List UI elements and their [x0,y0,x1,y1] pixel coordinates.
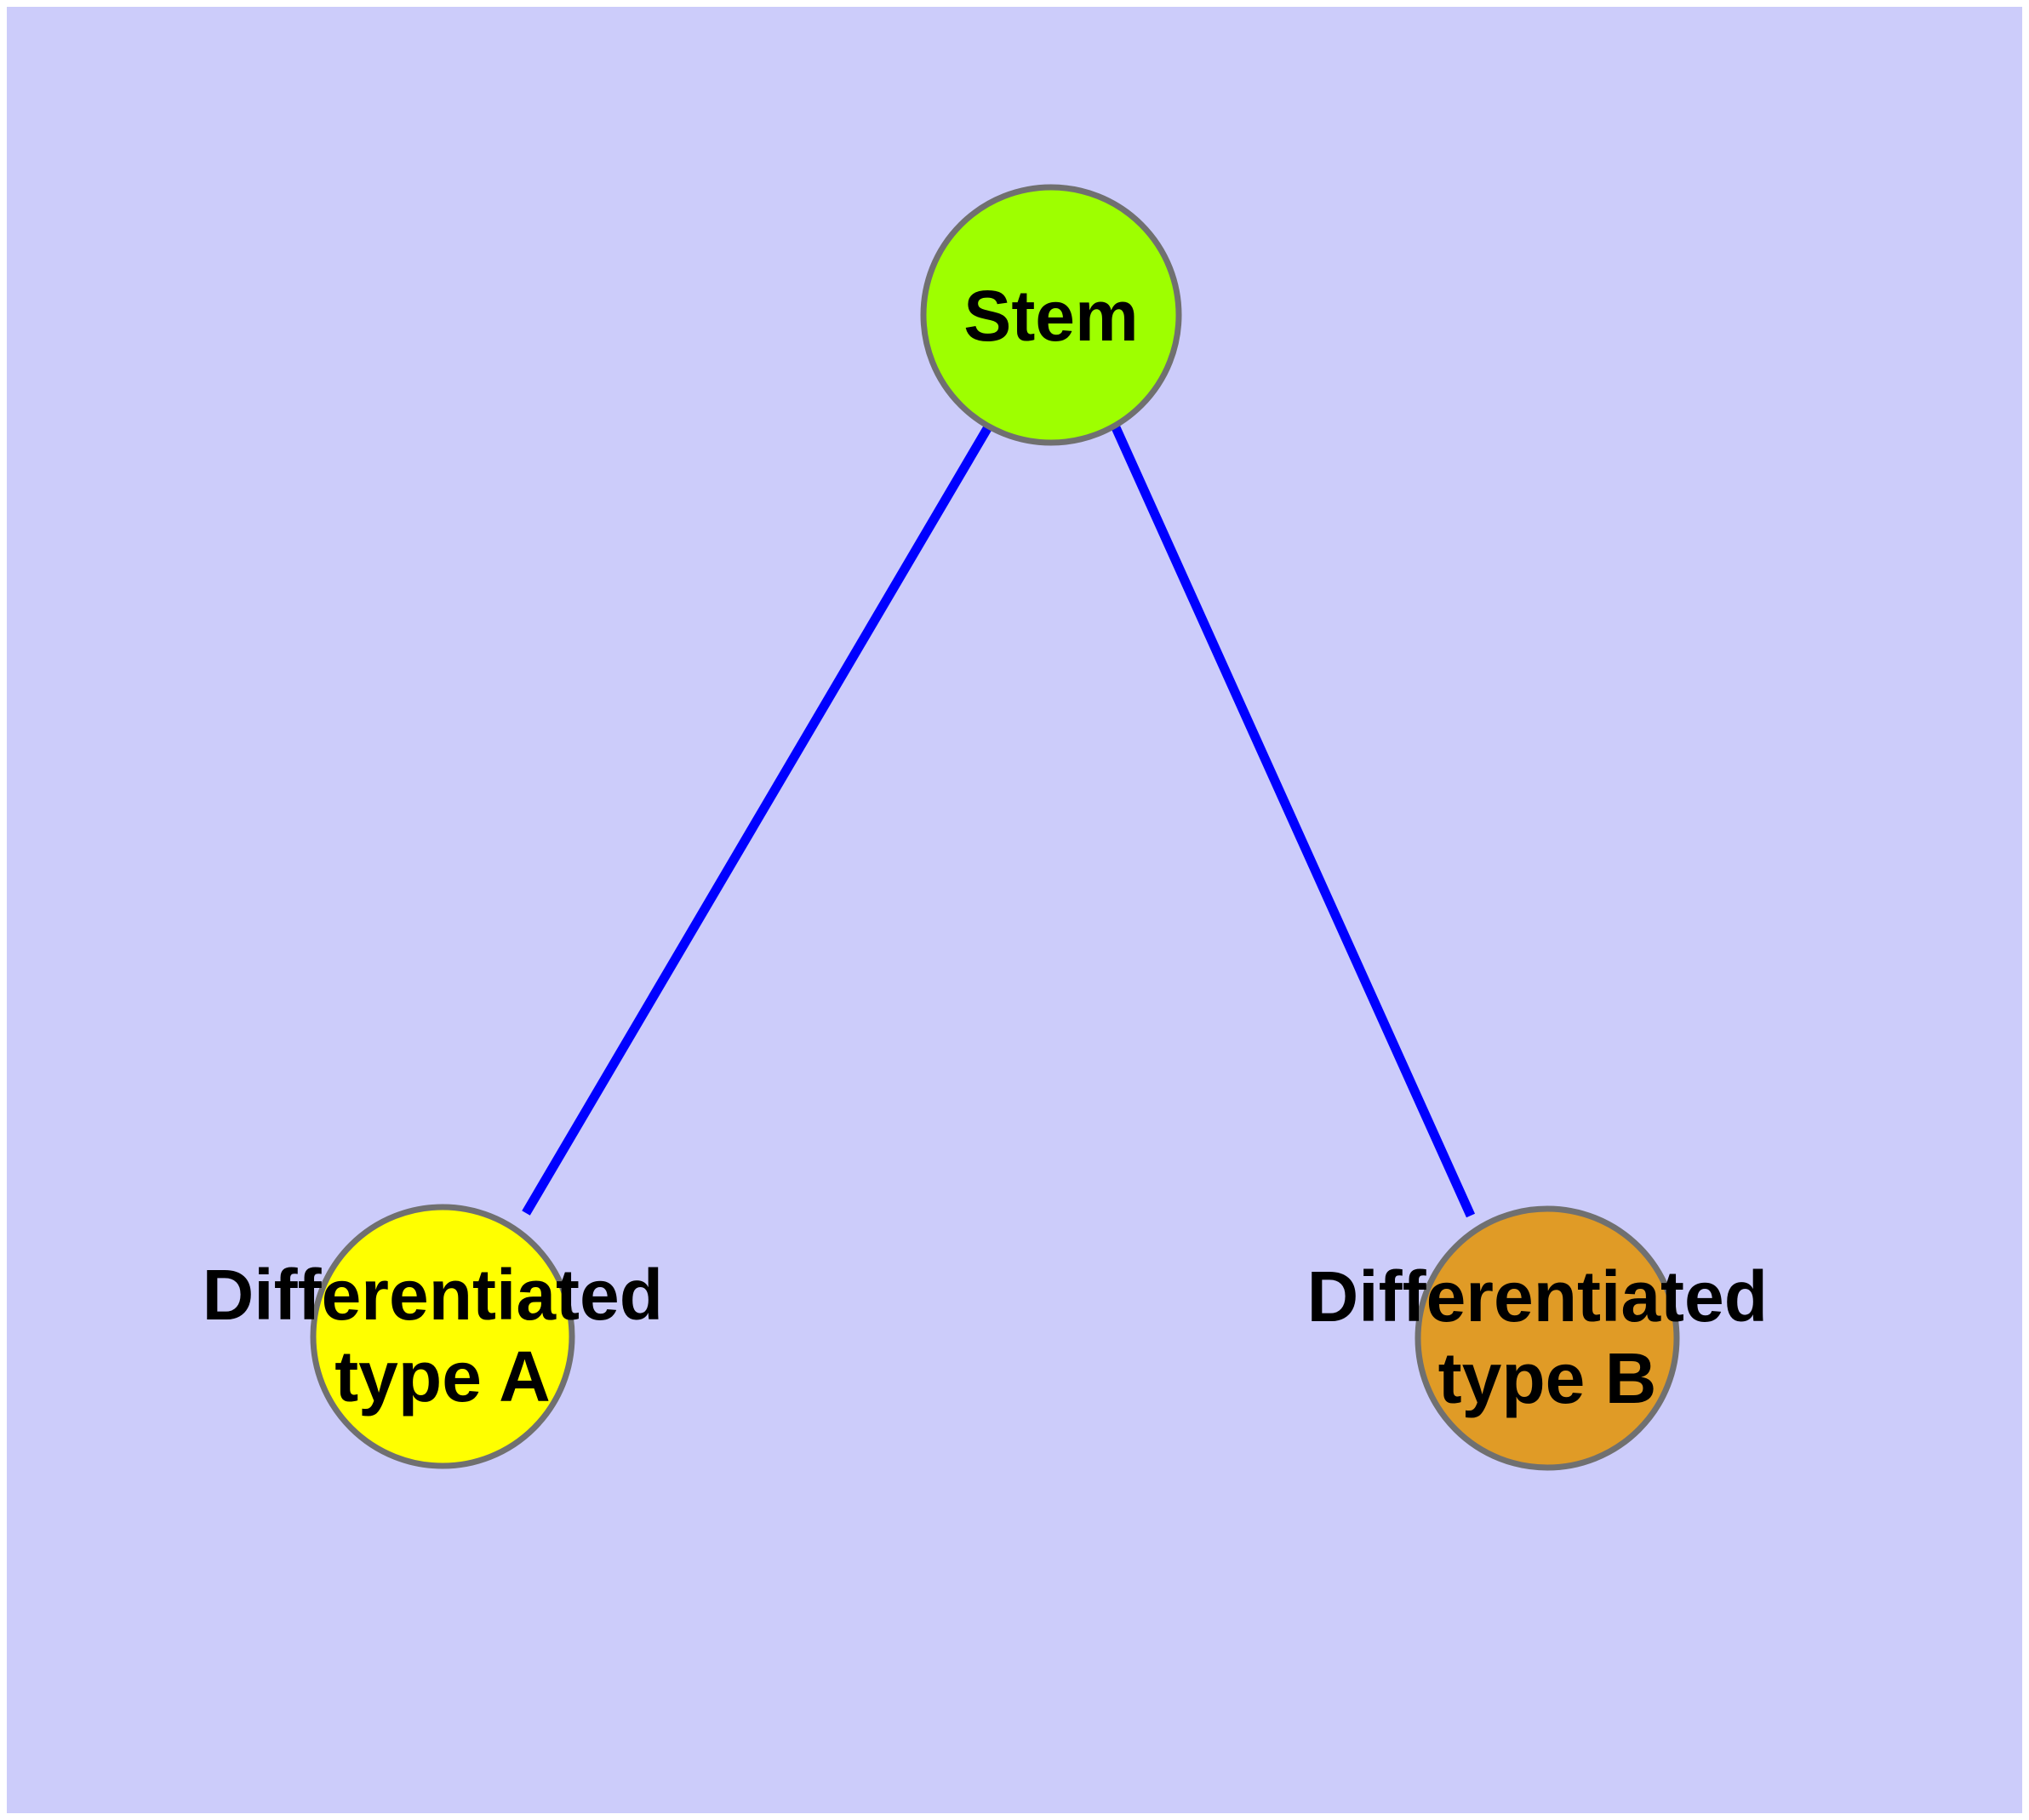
edge-stem-to-differentiated-type-a[interactable] [522,423,993,1216]
node-layer [310,184,1680,1471]
label-layer: Stem Differentiated type A Differentiate… [203,276,1788,1418]
node-differentiated-type-b-label: Differentiated type B [1307,1256,1788,1418]
edge-layer [522,423,1476,1218]
edge-stem-to-differentiated-type-b[interactable] [1110,423,1476,1218]
node-differentiated-type-b-label-line-2: type B [1438,1338,1657,1418]
node-stem[interactable] [920,184,1182,446]
node-differentiated-type-b-label-line-1: Differentiated [1307,1256,1768,1336]
node-differentiated-type-b[interactable] [1415,1205,1680,1471]
node-differentiated-type-a[interactable] [310,1204,575,1469]
node-stem-circle[interactable] [920,184,1182,446]
node-differentiated-type-a-label-line-1: Differentiated [203,1255,663,1335]
node-differentiated-type-a-label-line-2: type A [334,1336,551,1417]
node-differentiated-type-b-circle[interactable] [1415,1205,1680,1471]
node-stem-label: Stem [963,276,1138,356]
node-differentiated-type-a-label: Differentiated type A [203,1255,683,1417]
node-differentiated-type-a-circle[interactable] [310,1204,575,1469]
